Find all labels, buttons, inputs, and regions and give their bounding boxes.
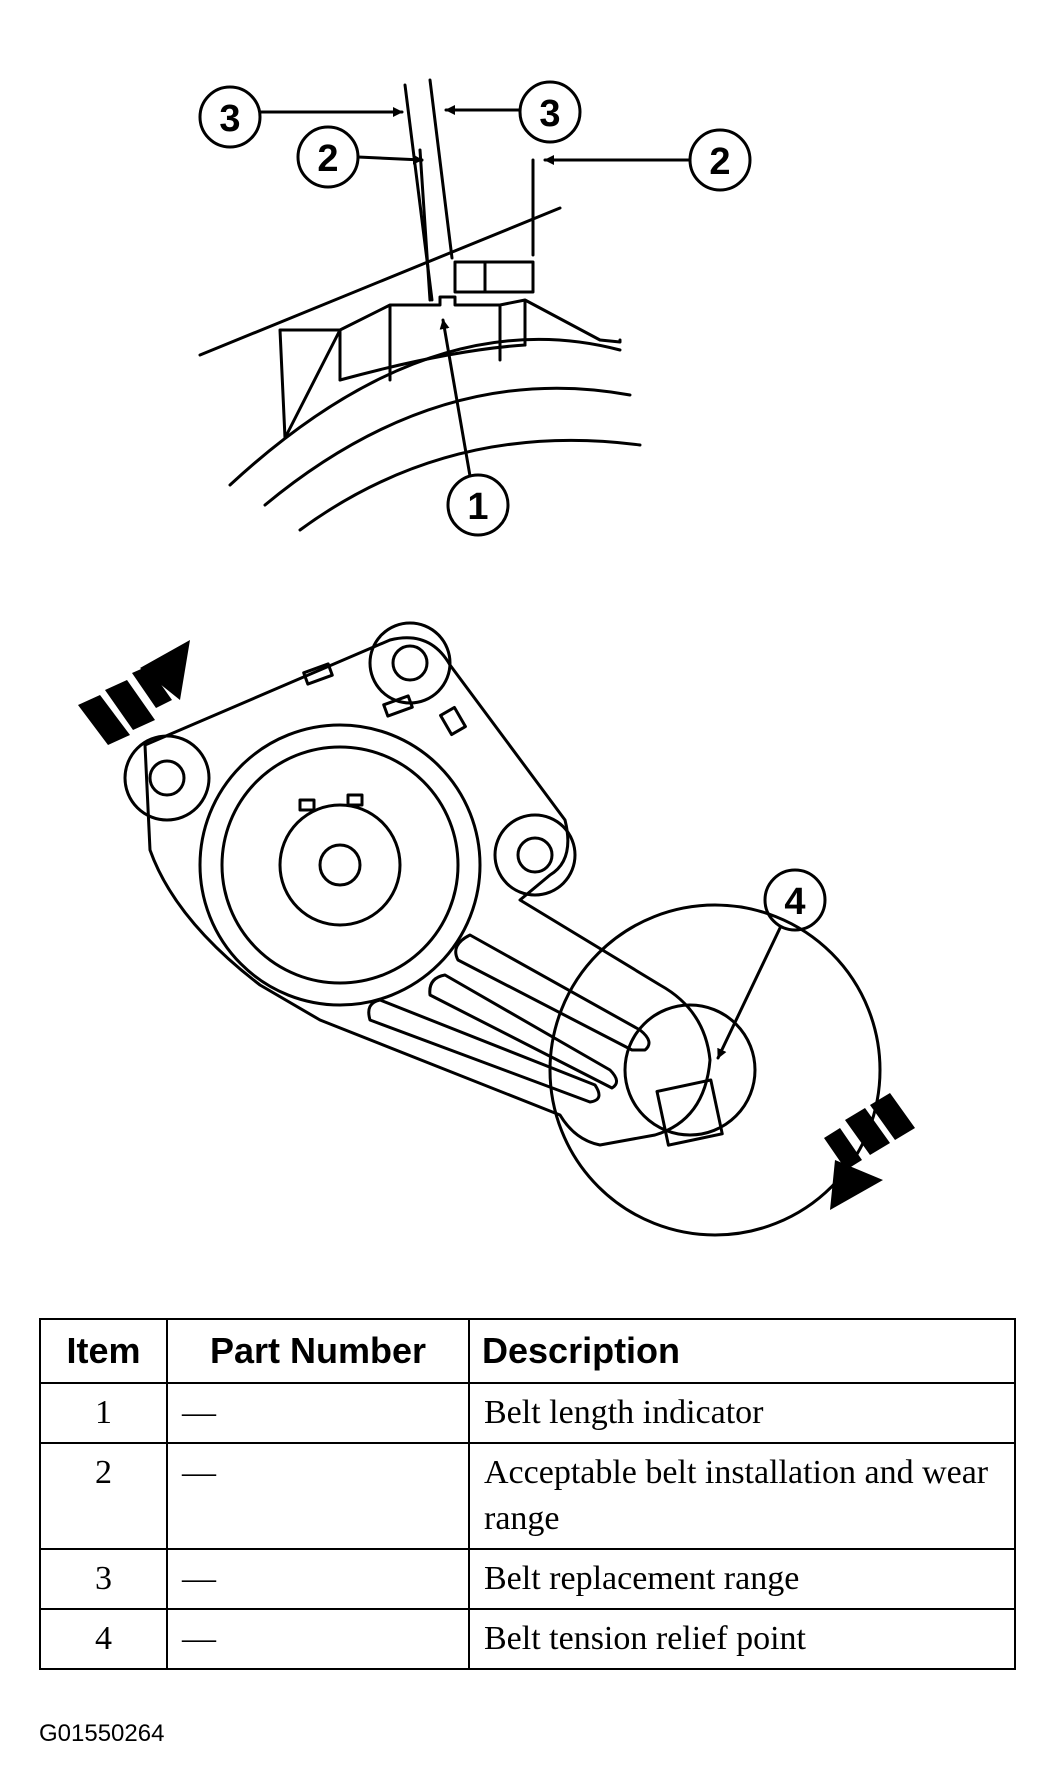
boss-left <box>123 734 211 822</box>
cell-item: 1 <box>39 1382 168 1444</box>
boss-top-hole <box>391 644 429 682</box>
tensioner-bracket <box>143 636 712 1147</box>
arm-slot-2 <box>428 973 618 1090</box>
tensioner-drum-center <box>318 843 362 887</box>
gauge-tab-left <box>453 260 487 294</box>
cell-item: 2 <box>39 1442 168 1550</box>
pulley-arc-inner <box>298 438 642 532</box>
callout-circle-4 <box>763 868 827 932</box>
square-drive <box>655 1078 724 1147</box>
cell-description: Belt replacement range <box>468 1548 1016 1610</box>
range-line-3-right <box>428 78 454 260</box>
callout-3-left: 3 <box>219 98 240 140</box>
housing-edge <box>198 206 562 357</box>
idler-pulley-hub <box>623 1003 757 1137</box>
figure-code: G01550264 <box>39 1720 165 1747</box>
tensioner-diagram: 3 3 2 2 1 4 <box>78 78 915 1237</box>
tensioner-assembly <box>123 621 882 1237</box>
table-row: 3 — Belt replacement range <box>39 1548 1016 1610</box>
callout-circle-1 <box>446 473 510 537</box>
cell-part-number: — <box>166 1382 470 1444</box>
boss-right <box>493 813 577 897</box>
callout-4: 4 <box>784 881 805 923</box>
cell-part-number: — <box>166 1608 470 1670</box>
parts-table: Item Part Number Description 1 — Belt le… <box>39 1318 1016 1670</box>
cell-part-number: — <box>166 1548 470 1610</box>
table-row: 4 — Belt tension relief point <box>39 1608 1016 1670</box>
callout-3-right: 3 <box>539 93 560 135</box>
leader-1 <box>439 318 472 478</box>
top-tab-2 <box>382 694 414 718</box>
boss-top <box>368 621 452 705</box>
housing-lower <box>338 343 527 382</box>
cell-item: 4 <box>39 1608 168 1670</box>
rotation-arrow-right-icon <box>824 1093 915 1210</box>
header-part-number: Part Number <box>166 1318 470 1384</box>
cell-description: Belt tension relief point <box>468 1608 1016 1670</box>
gauge-tab-right <box>483 260 535 294</box>
callout-2-left: 2 <box>317 138 338 180</box>
idler-pulley <box>548 903 882 1237</box>
cell-description: Acceptable belt installation and wear ra… <box>468 1442 1016 1550</box>
indicator-housing <box>278 295 622 440</box>
header-description: Description <box>468 1318 1016 1384</box>
header-item: Item <box>39 1318 168 1384</box>
top-tab-1 <box>302 662 334 686</box>
leader-4 <box>716 926 782 1060</box>
table-header-row: Item Part Number Description <box>39 1318 1016 1384</box>
cell-description: Belt length indicator <box>468 1382 1016 1444</box>
callout-circle-3-left <box>198 85 262 149</box>
tensioner-drum-mid <box>220 745 460 985</box>
drum-tab-2 <box>346 793 364 807</box>
boss-right-hole <box>516 836 554 874</box>
tensioner-drum-inner <box>278 803 402 927</box>
pulley-arc-mid <box>263 386 632 507</box>
boss-left-hole <box>148 759 186 797</box>
rotation-arrow-left-icon <box>78 640 190 745</box>
range-line-2-left <box>418 148 432 302</box>
callout-1: 1 <box>467 486 488 528</box>
callout-2-right: 2 <box>709 141 730 183</box>
table-row: 2 — Acceptable belt installation and wea… <box>39 1442 1016 1550</box>
callout-circle-3-right <box>518 80 582 144</box>
arm-slot-1 <box>454 933 651 1052</box>
indicator-detail <box>198 78 752 537</box>
cell-part-number: — <box>166 1442 470 1550</box>
leader-2-left <box>356 154 424 165</box>
table-row: 1 — Belt length indicator <box>39 1382 1016 1444</box>
tensioner-drum-outer <box>198 723 482 1007</box>
top-tab-3 <box>439 705 467 737</box>
drum-tab-1 <box>298 798 316 812</box>
cell-item: 3 <box>39 1548 168 1610</box>
arm-slot-3 <box>367 998 601 1104</box>
